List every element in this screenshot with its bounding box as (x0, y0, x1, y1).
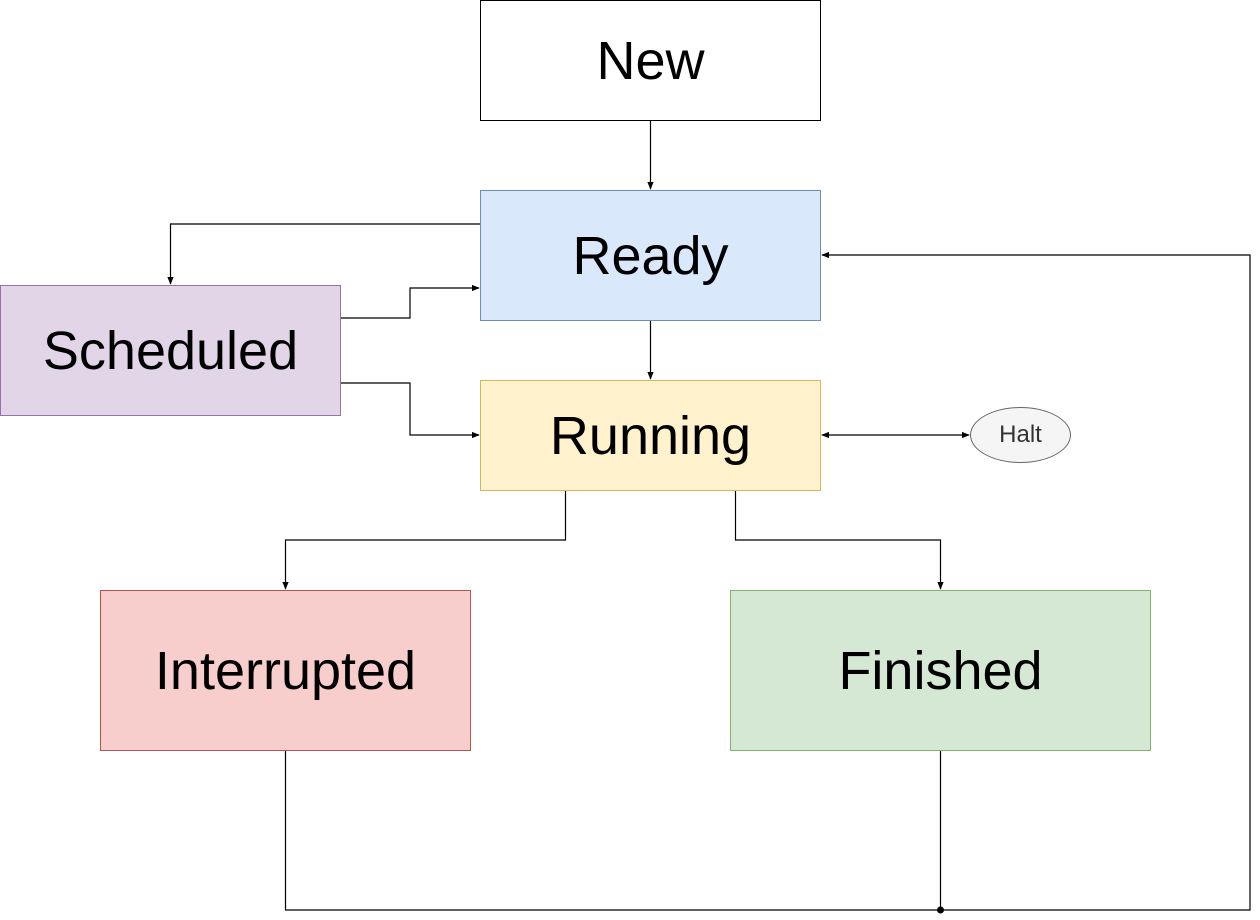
state-running-label: Running (549, 405, 752, 466)
edge-scheduled-to-ready (341, 284, 480, 319)
state-halt-label: Halt (999, 421, 1042, 448)
state-ready-label: Ready (572, 225, 729, 286)
state-interrupted[interactable]: Interrupted (100, 590, 471, 751)
state-finished-label: Finished (838, 640, 1043, 701)
edge-interrupted-to-ready (284, 251, 1251, 911)
state-ready[interactable]: Ready (480, 190, 821, 321)
state-scheduled-label: Scheduled (42, 320, 299, 381)
state-halt[interactable]: Halt (970, 407, 1071, 463)
state-new[interactable]: New (480, 0, 821, 121)
edge-running-to-finished (734, 491, 944, 590)
edge-ready-to-scheduled (167, 223, 480, 285)
edge-scheduled-to-running (341, 382, 480, 439)
state-finished[interactable]: Finished (730, 590, 1151, 751)
edge-junction-dot (937, 906, 944, 914)
state-scheduled[interactable]: Scheduled (0, 285, 341, 416)
state-new-label: New (596, 30, 705, 91)
state-interrupted-label: Interrupted (154, 640, 417, 701)
edge-running-to-interrupted (282, 491, 567, 590)
state-running[interactable]: Running (480, 380, 821, 491)
